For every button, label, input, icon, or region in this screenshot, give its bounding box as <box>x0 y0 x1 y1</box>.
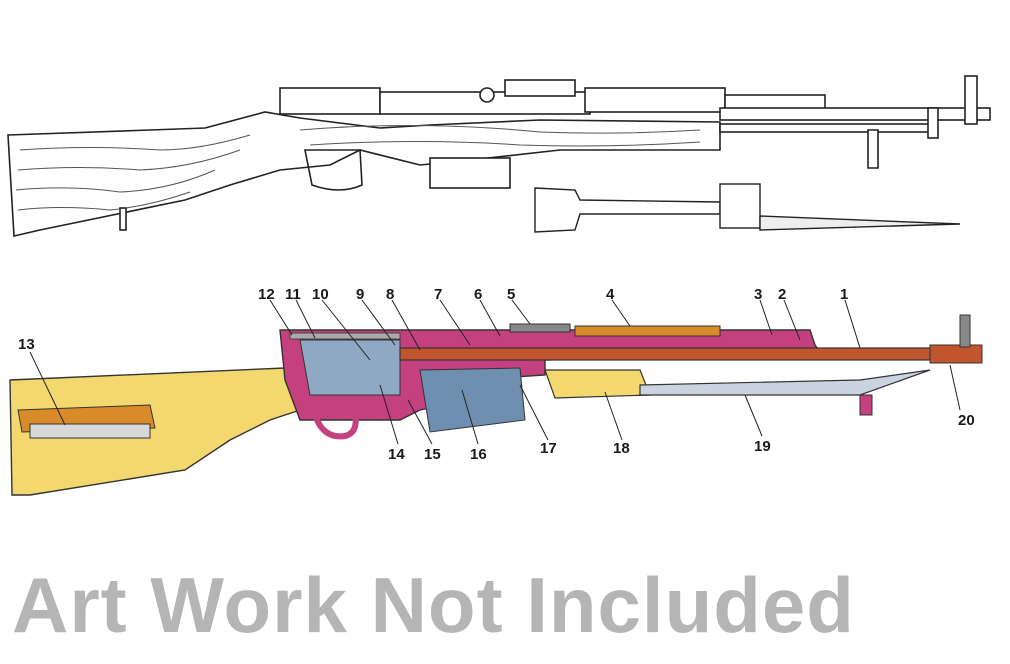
magazine <box>429 157 511 189</box>
callout-10: 10 <box>312 286 329 303</box>
cutaway-muzzle <box>929 344 983 364</box>
recoil-spring <box>289 332 401 340</box>
callout-8: 8 <box>386 286 395 303</box>
receiver-cover <box>279 87 381 115</box>
callout-6: 6 <box>474 286 483 303</box>
cutaway-swivel <box>859 394 873 416</box>
watermark-text: Art Work Not Included <box>12 561 855 649</box>
callout-11: 11 <box>285 286 301 303</box>
bolt-handle <box>479 87 495 103</box>
stock-outline <box>7 111 721 237</box>
callout-14: 14 <box>388 446 405 463</box>
cutaway-bayonet <box>639 369 931 396</box>
leader-lines <box>29 299 961 445</box>
callout-4: 4 <box>606 286 615 303</box>
bayonet-drawing <box>534 183 961 233</box>
callout-20: 20 <box>958 412 975 429</box>
callout-9: 9 <box>356 286 365 303</box>
callout-13: 13 <box>18 336 35 353</box>
handguard <box>584 87 726 113</box>
cutaway-rear-sight <box>509 323 571 333</box>
callout-19: 19 <box>754 438 771 455</box>
callout-2: 2 <box>778 286 787 303</box>
callout-12: 12 <box>258 286 275 303</box>
front-band <box>927 107 939 139</box>
line-drawing-rifle <box>7 75 991 237</box>
callout-1: 1 <box>840 286 849 303</box>
cutaway-magazine <box>419 367 526 433</box>
cutaway-internals <box>299 339 401 396</box>
cleaning-kit <box>29 423 151 439</box>
cutaway-forend <box>544 369 651 399</box>
callout-15: 15 <box>424 446 441 463</box>
front-sight <box>964 75 978 125</box>
front-swivel <box>867 129 879 169</box>
trigger-guard <box>304 149 363 191</box>
callout-18: 18 <box>613 440 630 457</box>
callout-16: 16 <box>470 446 487 463</box>
rear-sight <box>504 79 576 97</box>
cutaway-front-sight <box>959 314 971 348</box>
callout-17: 17 <box>540 440 557 457</box>
cutaway-rifle <box>9 299 983 496</box>
barrel <box>719 107 991 121</box>
cutaway-barrel <box>399 347 981 361</box>
bayonet-lug <box>719 123 931 133</box>
callout-5: 5 <box>507 286 516 303</box>
cutaway-trigger-guard <box>309 401 359 440</box>
callout-7: 7 <box>434 286 443 303</box>
callout-3: 3 <box>754 286 763 303</box>
cutaway-handguard <box>574 325 721 337</box>
sling-swivel <box>119 207 127 231</box>
